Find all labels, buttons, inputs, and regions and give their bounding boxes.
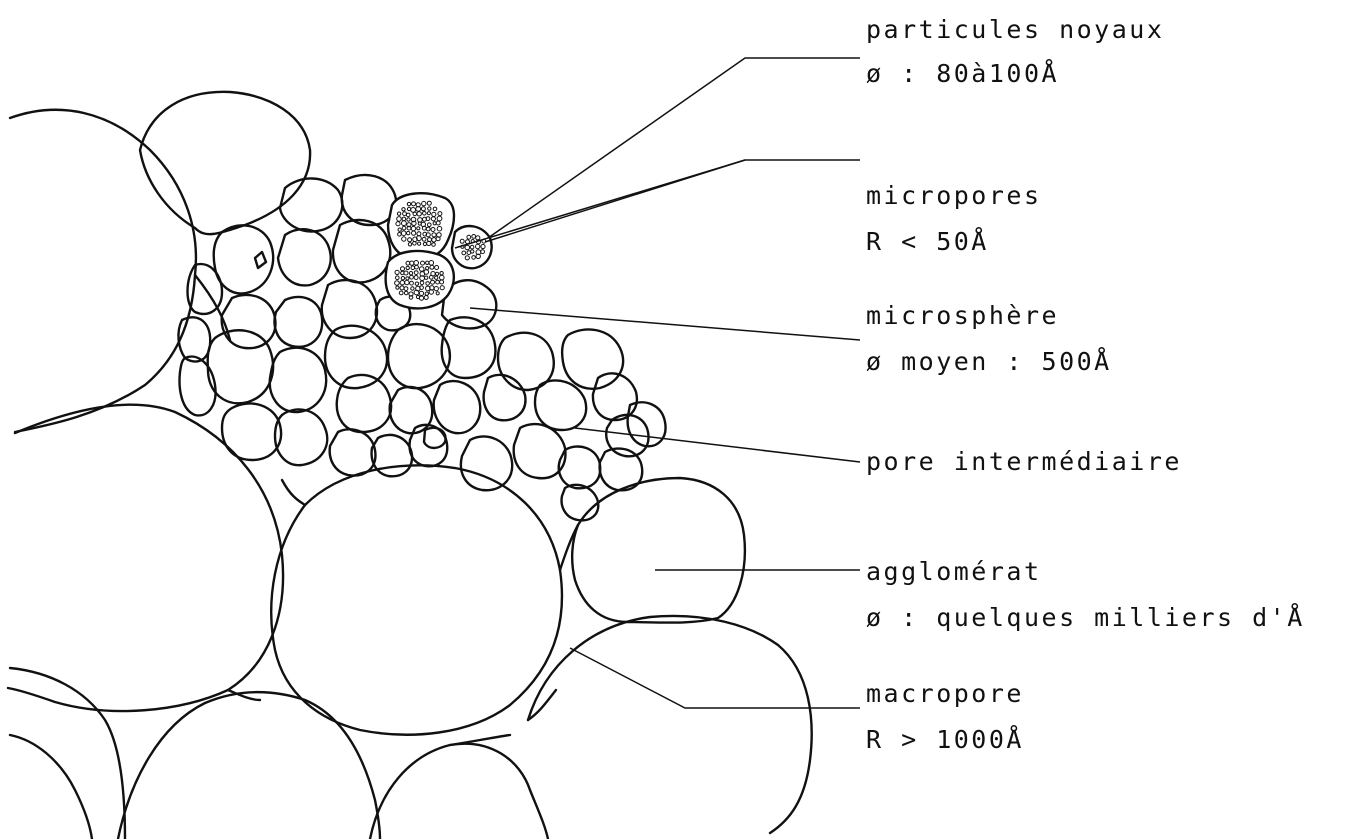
- agglomerate-top-left: [10, 110, 196, 432]
- microsphere: [562, 329, 623, 388]
- microsphere: [270, 348, 326, 412]
- agglomerate-center: [271, 465, 562, 734]
- nucleus-particle-clusters: [386, 193, 492, 308]
- macropore-boundary-3: [560, 525, 578, 570]
- label-microsphere-name: microsphère: [866, 301, 1059, 330]
- label-macropore-value: R > 1000Å: [866, 725, 1024, 754]
- microsphere: [388, 324, 450, 388]
- microsphere: [434, 381, 481, 433]
- microsphere: [280, 178, 342, 231]
- microsphere: [424, 428, 446, 448]
- microsphere: [333, 220, 390, 282]
- microsphere: [275, 297, 323, 347]
- label-micropores-value: R < 50Å: [866, 227, 989, 256]
- microsphere: [562, 485, 599, 521]
- macropore-boundary-2: [282, 480, 305, 505]
- microsphere: [222, 295, 276, 348]
- leader-macropore: [570, 648, 860, 708]
- microsphere: [390, 387, 433, 433]
- label-microsphere-value: ø moyen : 500Å: [866, 347, 1112, 376]
- label-micropores-name: micropores: [866, 181, 1042, 210]
- leader-pore-intermediaire: [575, 428, 860, 462]
- agglomerate-top-small: [140, 92, 310, 234]
- microsphere: [222, 403, 281, 460]
- label-pore-intermediaire: pore intermédiaire: [866, 447, 1182, 476]
- microsphere: [275, 409, 327, 465]
- label-particules-value: ø : 80à100Å: [866, 59, 1059, 88]
- macropore-boundary-1: [195, 275, 230, 340]
- leader-particules: [488, 58, 860, 238]
- agglomerate-bottom-center: [370, 744, 548, 839]
- microsphere: [337, 375, 391, 432]
- microsphere: [484, 375, 526, 420]
- microsphere: [535, 380, 586, 430]
- label-agglomerat-value: ø : quelques milliers d'Å: [866, 603, 1305, 632]
- microsphere: [372, 435, 412, 476]
- microsphere-pore: [255, 252, 266, 268]
- microsphere: [461, 436, 512, 490]
- microsphere: [278, 229, 331, 285]
- label-particules-name: particules noyaux: [866, 15, 1164, 44]
- leader-microsphere: [470, 308, 860, 340]
- agglomerate-bottom-edge-2: [10, 735, 92, 839]
- macropore-boundary-6: [450, 735, 510, 745]
- microsphere: [178, 317, 210, 361]
- leader-lines: [455, 58, 860, 708]
- leader-micropores-a: [455, 160, 860, 248]
- label-agglomerat-name: agglomérat: [866, 557, 1042, 586]
- labels: particules noyaux ø : 80à100Å micropores…: [866, 15, 1305, 754]
- microsphere: [208, 330, 273, 403]
- agglomerate-bottom-left: [118, 692, 380, 839]
- leader-micropores-b: [485, 160, 745, 242]
- label-macropore-name: macropore: [866, 679, 1024, 708]
- microsphere: [342, 175, 396, 225]
- agglomerate-left-middle: [8, 405, 283, 711]
- microsphere: [330, 429, 376, 475]
